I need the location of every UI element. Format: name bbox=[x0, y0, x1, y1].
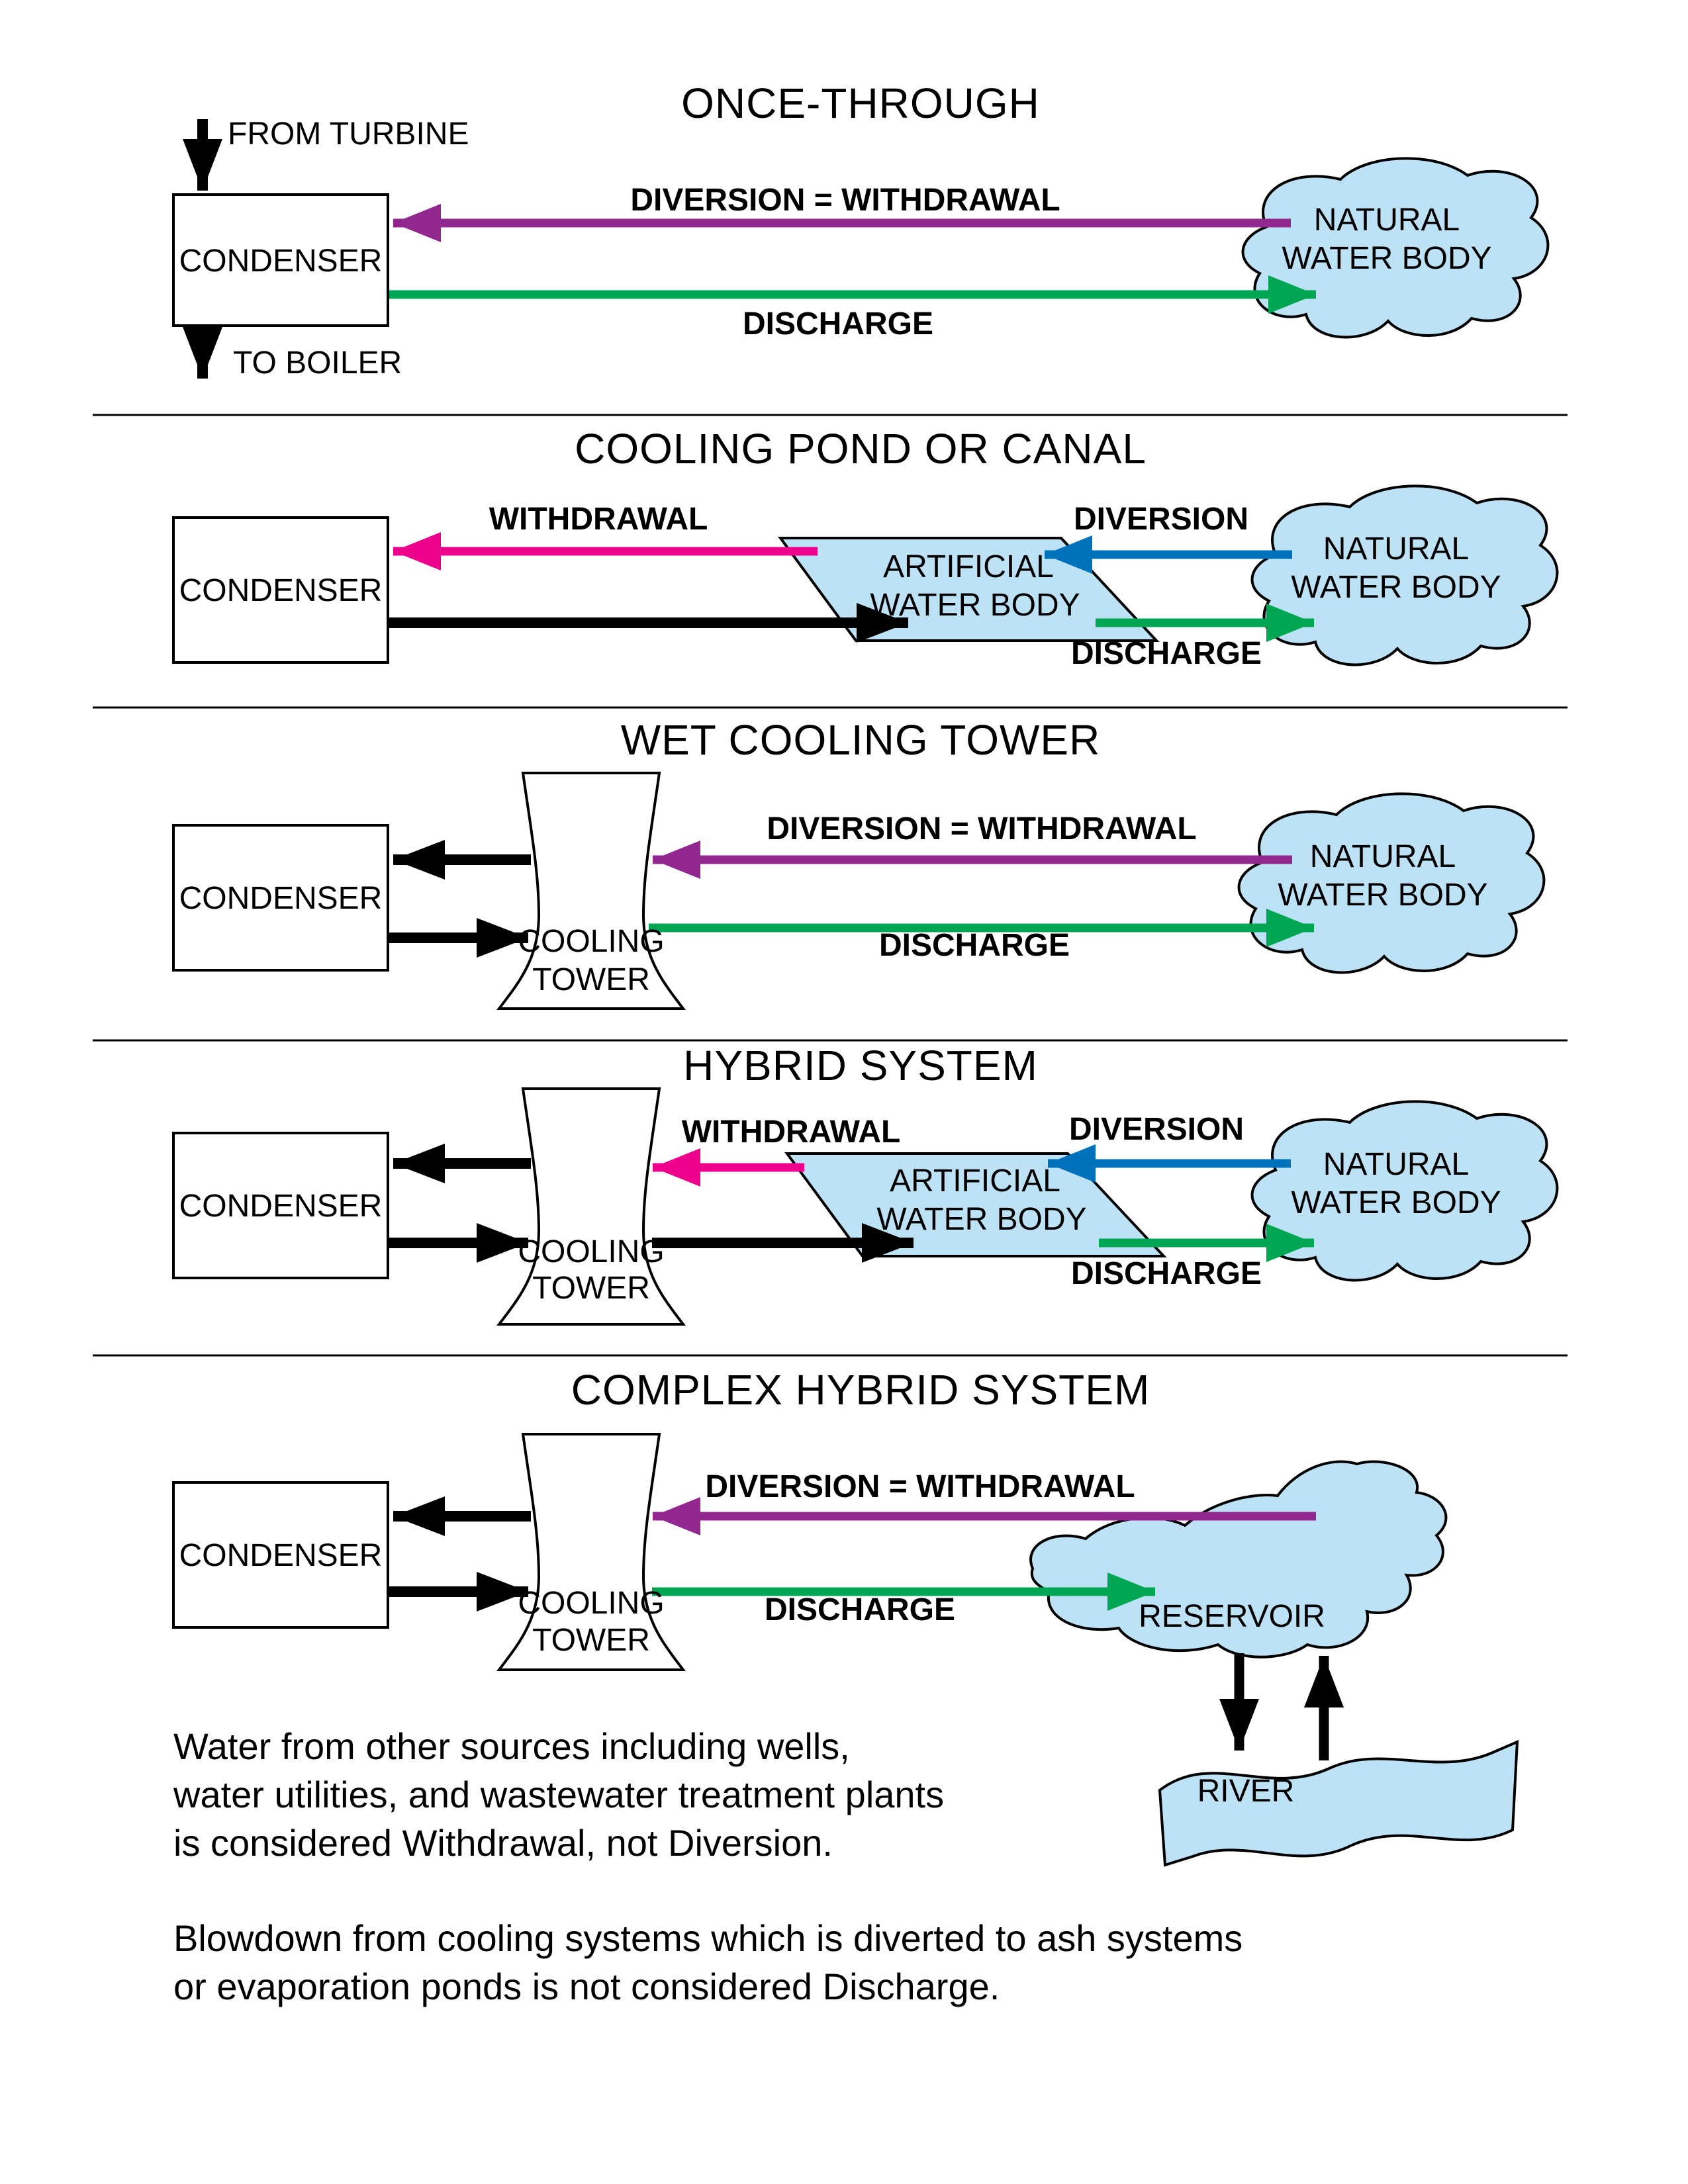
artificial-water-body-label-line1: ARTIFICIAL bbox=[890, 1163, 1060, 1199]
diversion-label: DIVERSION bbox=[1074, 502, 1248, 537]
diversion-withdrawal-label: DIVERSION = WITHDRAWAL bbox=[767, 811, 1196, 846]
section-title: COOLING POND OR CANAL bbox=[575, 425, 1147, 473]
withdrawal-label: WITHDRAWAL bbox=[682, 1115, 901, 1150]
cooling-tower-label-line2: TOWER bbox=[532, 962, 650, 997]
natural-water-body-label-line2: WATER BODY bbox=[1278, 878, 1487, 913]
natural-water-body-label-line1: NATURAL bbox=[1323, 1147, 1469, 1182]
condenser-label: CONDENSER bbox=[179, 244, 383, 279]
condenser-label: CONDENSER bbox=[179, 1538, 383, 1573]
natural-water-body-label-line1: NATURAL bbox=[1323, 531, 1469, 567]
condenser-box bbox=[172, 1481, 389, 1629]
natural-water-body-label-line2: WATER BODY bbox=[1291, 1185, 1501, 1220]
natural-water-body-label-line1: NATURAL bbox=[1310, 839, 1456, 874]
section-title: WET COOLING TOWER bbox=[621, 716, 1101, 764]
natural-water-body-label-line2: WATER BODY bbox=[1291, 570, 1501, 605]
diversion-withdrawal-label: DIVERSION = WITHDRAWAL bbox=[630, 183, 1060, 218]
section-title: HYBRID SYSTEM bbox=[683, 1042, 1038, 1089]
reservoir-label: RESERVOIR bbox=[1139, 1599, 1325, 1634]
diversion-label: DIVERSION bbox=[1069, 1112, 1244, 1147]
discharge-label: DISCHARGE bbox=[743, 306, 933, 341]
note1-line1: Water from other sources including wells… bbox=[173, 1725, 850, 1767]
condenser-box bbox=[172, 1132, 389, 1279]
section-title: ONCE-THROUGH bbox=[681, 79, 1040, 127]
artificial-water-body-label-line2: WATER BODY bbox=[870, 588, 1080, 623]
notes: Water from other sources including wells… bbox=[173, 1725, 1243, 2007]
withdrawal-label: WITHDRAWAL bbox=[489, 502, 708, 537]
artificial-water-body-label-line2: WATER BODY bbox=[876, 1202, 1086, 1237]
to-boiler-label: TO BOILER bbox=[233, 345, 402, 381]
discharge-label: DISCHARGE bbox=[879, 928, 1070, 963]
condenser-box bbox=[172, 193, 389, 327]
from-turbine-label: FROM TURBINE bbox=[228, 116, 469, 152]
section-hybrid-system: HYBRID SYSTEM NATURAL WATER BODY WITHDRA… bbox=[172, 1042, 1559, 1326]
condenser-box bbox=[172, 516, 389, 664]
note2-line2: or evaporation ponds is not considered D… bbox=[173, 1966, 1000, 2007]
note2-line1: Blowdown from cooling systems which is d… bbox=[173, 1917, 1243, 1959]
note1-line2: water utilities, and wastewater treatmen… bbox=[173, 1774, 944, 1815]
artificial-water-body-label-line1: ARTIFICIAL bbox=[883, 549, 1054, 584]
section-complex-hybrid-system: COMPLEX HYBRID SYSTEM DIVERSION = WITHDR… bbox=[172, 1366, 1519, 1867]
section-cooling-pond: COOLING POND OR CANAL NATURAL WATER BODY… bbox=[172, 425, 1559, 671]
cooling-tower-label-line2: TOWER bbox=[532, 1271, 650, 1306]
river-shape bbox=[1158, 1739, 1519, 1867]
section-wet-cooling-tower: WET COOLING TOWER NATURAL WATER BODY DIV… bbox=[172, 716, 1546, 1010]
natural-water-body-label-line1: NATURAL bbox=[1314, 203, 1460, 238]
discharge-label: DISCHARGE bbox=[765, 1592, 955, 1627]
section-once-through: ONCE-THROUGH FROM TURBINE NATURAL WATER … bbox=[172, 79, 1550, 381]
section-title: COMPLEX HYBRID SYSTEM bbox=[571, 1366, 1150, 1414]
cooling-tower-label-line2: TOWER bbox=[532, 1623, 650, 1658]
condenser-label: CONDENSER bbox=[179, 1189, 383, 1224]
diversion-withdrawal-label: DIVERSION = WITHDRAWAL bbox=[705, 1469, 1135, 1504]
discharge-label: DISCHARGE bbox=[1071, 1256, 1262, 1291]
cooling-tower-label-line1: COOLING bbox=[518, 1586, 664, 1621]
condenser-label: CONDENSER bbox=[179, 881, 383, 916]
cooling-tower-label-line1: COOLING bbox=[518, 1234, 664, 1269]
natural-water-body-label-line2: WATER BODY bbox=[1282, 241, 1491, 276]
condenser-box bbox=[172, 824, 389, 972]
cooling-tower-label-line1: COOLING bbox=[518, 924, 664, 959]
note1-line3: is considered Withdrawal, not Diversion. bbox=[173, 1822, 833, 1864]
condenser-label: CONDENSER bbox=[179, 573, 383, 608]
river-label: RIVER bbox=[1197, 1774, 1295, 1809]
discharge-label: DISCHARGE bbox=[1071, 636, 1262, 671]
